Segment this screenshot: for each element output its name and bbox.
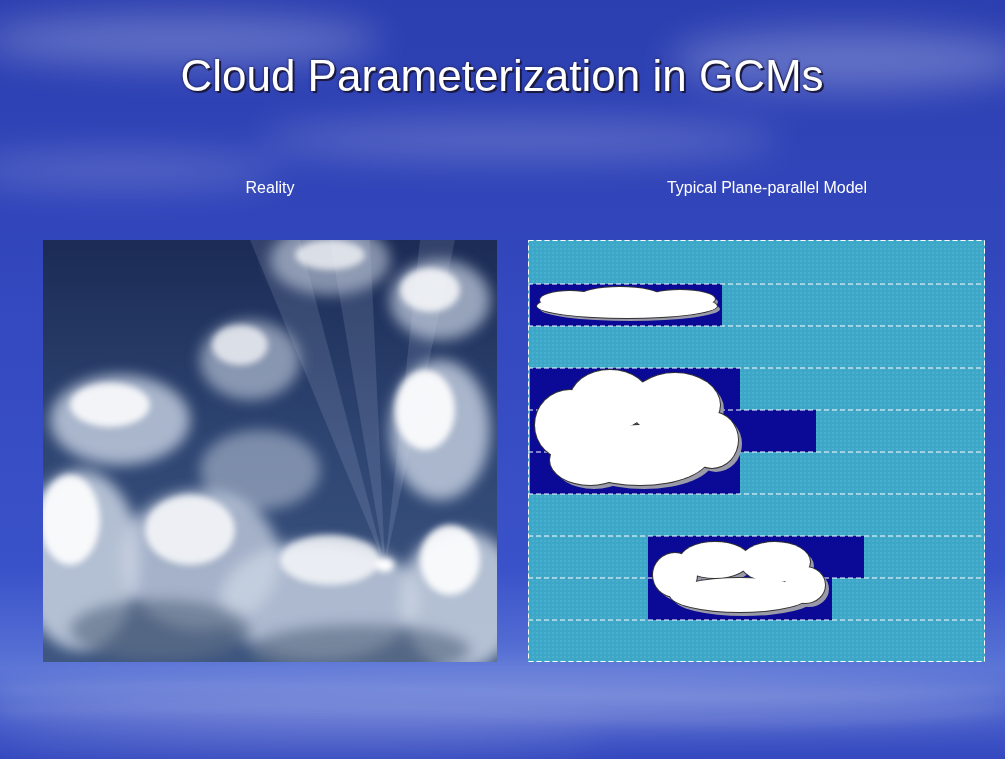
panel-label: Typical Plane-parallel Model [667, 179, 867, 197]
cloud-symbol [652, 541, 829, 616]
cloud-symbol [534, 369, 742, 489]
cloud-symbol [536, 286, 720, 321]
sky-photo [43, 240, 497, 662]
slide-title: Cloud Parameterization in GCMs [180, 51, 823, 101]
model-grid [528, 240, 985, 662]
panel-label: Reality [246, 179, 295, 197]
